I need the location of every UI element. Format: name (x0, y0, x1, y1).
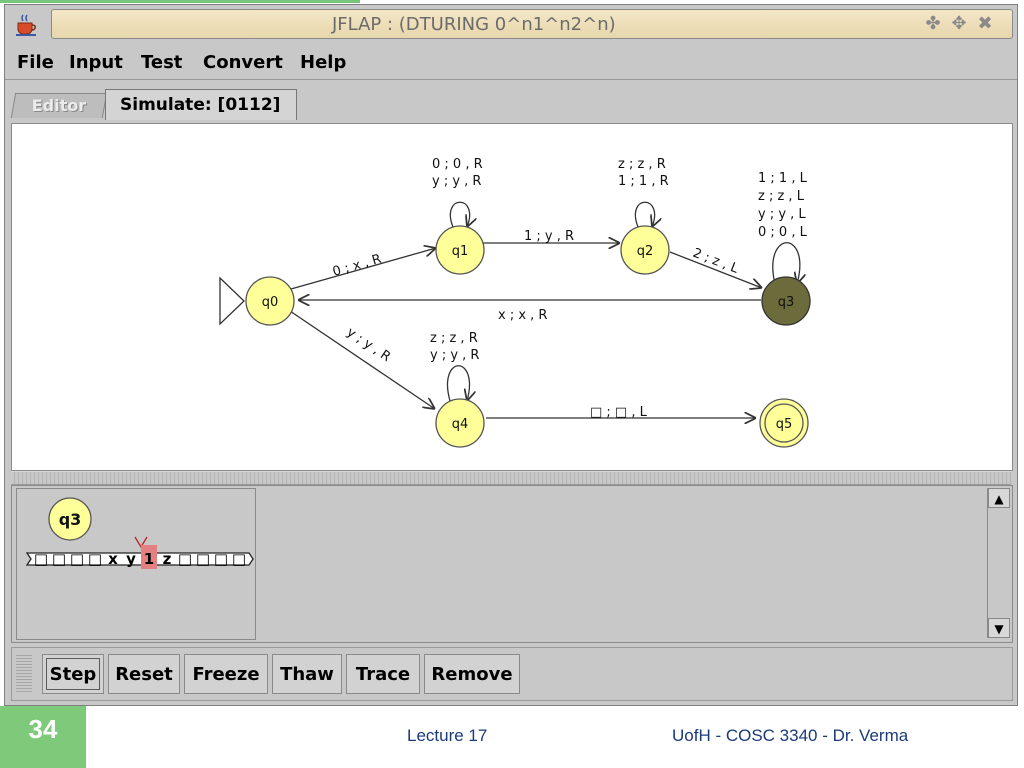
state-q4-label: q4 (452, 417, 469, 432)
freeze-button[interactable]: Freeze (184, 654, 268, 694)
split-pane-divider[interactable] (11, 471, 1011, 485)
state-q1[interactable]: q1 (435, 225, 485, 275)
state-q1-label: q1 (452, 244, 469, 259)
loop-label-q1-b: y ; y , R (432, 174, 481, 189)
tape-cell: □ (52, 550, 66, 568)
title-field: JFLAP : (DTURING 0^n1^n2^n) ✤✥✖ (51, 9, 1013, 39)
menu-convert[interactable]: Convert (203, 52, 283, 73)
loop-label-q4-a: z ; z , R (430, 331, 478, 346)
tape-strip (25, 552, 254, 566)
loop-q2 (634, 201, 654, 227)
loop-label-q2-b: 1 ; 1 , R (618, 174, 669, 189)
current-state-label: q3 (59, 510, 82, 529)
menu-bar: File Input Test Convert Help (5, 45, 1017, 80)
footer-course: UofH - COSC 3340 - Dr. Verma (672, 726, 909, 745)
close-icon[interactable]: ✖ (977, 13, 1001, 34)
current-state-circle (48, 497, 92, 541)
tape-head-cell (141, 545, 157, 569)
java-cup-icon (16, 14, 36, 36)
automaton-diagram: 0 ; x , R 1 ; y , R 2 ; z , L x ; x , R … (219, 157, 811, 448)
tape-cell: □ (88, 550, 102, 568)
vertical-scrollbar[interactable]: ▲ ▼ (987, 488, 1010, 638)
thaw-button[interactable]: Thaw (272, 654, 342, 694)
reset-button[interactable]: Reset (108, 654, 180, 694)
tape-cell: 1 (144, 550, 154, 568)
label-q0-q1: 0 ; x , R (331, 252, 383, 280)
loop-label-q3-a: 1 ; 1 , L (758, 171, 808, 186)
footer-lecture: Lecture 17 (407, 726, 488, 745)
tape-cell: □ (178, 550, 192, 568)
tape-cell: □ (232, 550, 246, 568)
automaton-canvas[interactable]: 0 ; x , R 1 ; y , R 2 ; z , L x ; x , R … (11, 123, 1013, 471)
trace-button[interactable]: Trace (346, 654, 420, 694)
loop-label-q3-b: z ; z , L (758, 189, 805, 204)
label-q0-q4: y ; y , R (344, 325, 393, 365)
loop-q3 (772, 242, 800, 284)
loop-q4 (446, 365, 470, 401)
minimize-icon[interactable]: ✤ (925, 13, 949, 34)
state-q5-label: q5 (776, 417, 793, 432)
toolbar-grip[interactable] (16, 654, 32, 694)
tab-simulate-label: Simulate: [0112] (120, 95, 281, 115)
tape-cell: □ (214, 550, 228, 568)
tape-cell: □ (34, 550, 48, 568)
tape-cell: y (126, 550, 136, 568)
state-q3-label: q3 (778, 295, 795, 310)
state-q3[interactable]: q3 (761, 276, 811, 326)
title-bar[interactable]: JFLAP : (DTURING 0^n1^n2^n) ✤✥✖ (5, 5, 1017, 43)
tab-editor-label: Editor (31, 96, 87, 115)
remove-button[interactable]: Remove (424, 654, 520, 694)
loop-q1 (449, 201, 469, 227)
loop-label-q3-c: y ; y , L (758, 207, 806, 222)
start-state-arrow (219, 276, 245, 326)
label-q2-q3: 2 ; z , L (691, 246, 741, 277)
loop-label-q1-a: 0 ; 0 , R (432, 157, 483, 172)
loop-label-q2-a: z ; z , R (618, 157, 666, 172)
scroll-up-icon[interactable]: ▲ (988, 488, 1010, 508)
tab-editor[interactable]: Editor (10, 93, 108, 118)
edge-q0-q4 (289, 310, 435, 409)
edge-q0-q1 (290, 248, 436, 290)
tape-cell: □ (70, 550, 84, 568)
slide-number: 34 (0, 706, 86, 768)
tab-simulate[interactable]: Simulate: [0112] (105, 89, 297, 120)
menu-help[interactable]: Help (300, 52, 347, 73)
label-q1-q2: 1 ; y , R (524, 229, 574, 244)
tab-strip: Editor Simulate: [0112] (5, 89, 1017, 121)
loop-label-q3-d: 0 ; 0 , L (758, 225, 808, 240)
tape-cell: □ (196, 550, 210, 568)
state-q2-label: q2 (637, 244, 654, 259)
state-q0-label: q0 (262, 295, 279, 310)
menu-input[interactable]: Input (69, 52, 123, 73)
scroll-down-icon[interactable]: ▼ (988, 618, 1010, 638)
tape-cell: x (108, 550, 118, 568)
slide-accent-line (0, 0, 360, 3)
simulation-toolbar: Step Reset Freeze Thaw Trace Remove (11, 647, 1013, 701)
window-title: JFLAP : (DTURING 0^n1^n2^n) (332, 14, 616, 35)
state-q0[interactable]: q0 (245, 276, 295, 326)
label-q3-q0: x ; x , R (498, 308, 547, 323)
state-q2[interactable]: q2 (620, 225, 670, 275)
tape-cell: z (163, 550, 172, 568)
jflap-window: JFLAP : (DTURING 0^n1^n2^n) ✤✥✖ File Inp… (4, 4, 1018, 706)
maximize-icon[interactable]: ✥ (951, 13, 975, 34)
menu-test[interactable]: Test (141, 52, 183, 73)
label-q4-q5: □ ; □ , L (590, 405, 648, 420)
menu-file[interactable]: File (17, 52, 54, 73)
window-controls: ✤✥✖ (924, 13, 1002, 34)
loop-label-q4-b: y ; y , R (430, 348, 479, 363)
edge-q2-q3 (669, 251, 762, 288)
state-q5-final[interactable]: q5 (759, 398, 809, 448)
state-q4[interactable]: q4 (435, 398, 485, 448)
step-button[interactable]: Step (42, 654, 104, 694)
